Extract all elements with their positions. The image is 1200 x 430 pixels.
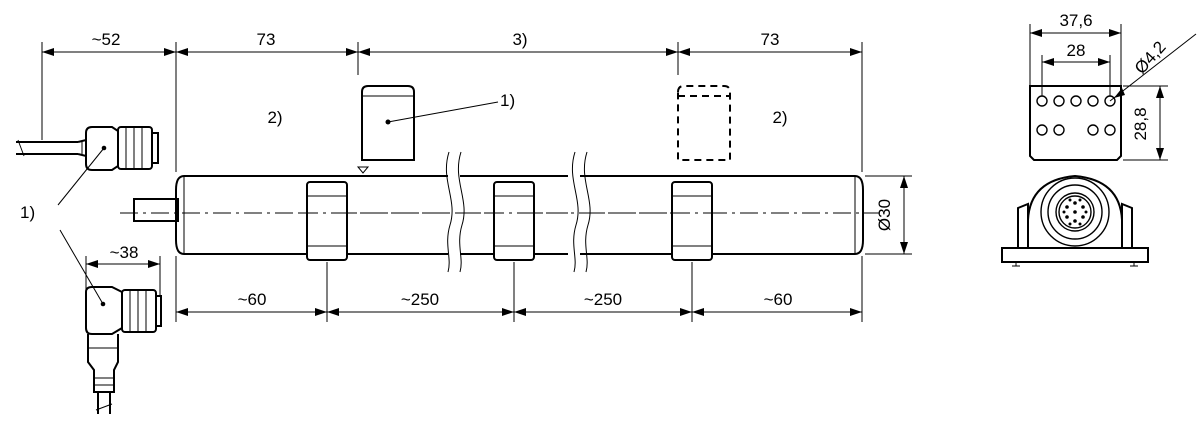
dim-end-right: 73 — [761, 30, 780, 49]
connector-leader-top — [57, 147, 105, 206]
dim-seg-mid1: ~250 — [401, 290, 439, 309]
connector-pins — [1062, 198, 1088, 226]
angled-connector: ~38 — [85, 243, 162, 414]
dim-bracket-height: 28,8 — [1131, 107, 1150, 140]
top-dimension-chain: ~52 73 3) 73 — [41, 30, 863, 172]
sensor-tube — [120, 150, 880, 273]
dim-diameter: Ø30 — [875, 199, 894, 231]
break-mark-left — [445, 150, 465, 273]
bracket-leader — [387, 101, 499, 123]
zone-left-note: 2) — [267, 108, 282, 127]
bracket-solid — [361, 85, 415, 161]
connector-note: 1) — [20, 203, 35, 222]
bottom-dimension-chain: ~60 ~250 ~250 ~60 — [175, 256, 863, 322]
diameter-dimension: Ø30 — [865, 175, 912, 255]
dim-hole-diameter: Ø4,2 — [1131, 38, 1170, 78]
bracket-end-view-side — [1001, 174, 1149, 267]
dim-seg-right: ~60 — [764, 290, 793, 309]
dim-seg-left: ~60 — [238, 290, 267, 309]
dim-hole-spacing: 28 — [1067, 41, 1086, 60]
dim-end-left: 73 — [257, 30, 276, 49]
dim-cable-bottom: ~38 — [110, 243, 139, 262]
break-mark-right — [568, 150, 591, 273]
connector-leader-bottom — [59, 229, 104, 305]
straight-connector — [16, 126, 159, 171]
bracket-note: 1) — [500, 91, 515, 110]
dim-cable-top: ~52 — [92, 30, 121, 49]
dim-middle: 3) — [512, 30, 527, 49]
dim-seg-mid2: ~250 — [584, 290, 622, 309]
zone-right-note: 2) — [772, 108, 787, 127]
bracket-end-view-top: 37,6 28 Ø4,2 28,8 — [1029, 11, 1197, 161]
dim-bracket-width: 37,6 — [1059, 11, 1092, 30]
bracket-dashed — [677, 85, 731, 161]
